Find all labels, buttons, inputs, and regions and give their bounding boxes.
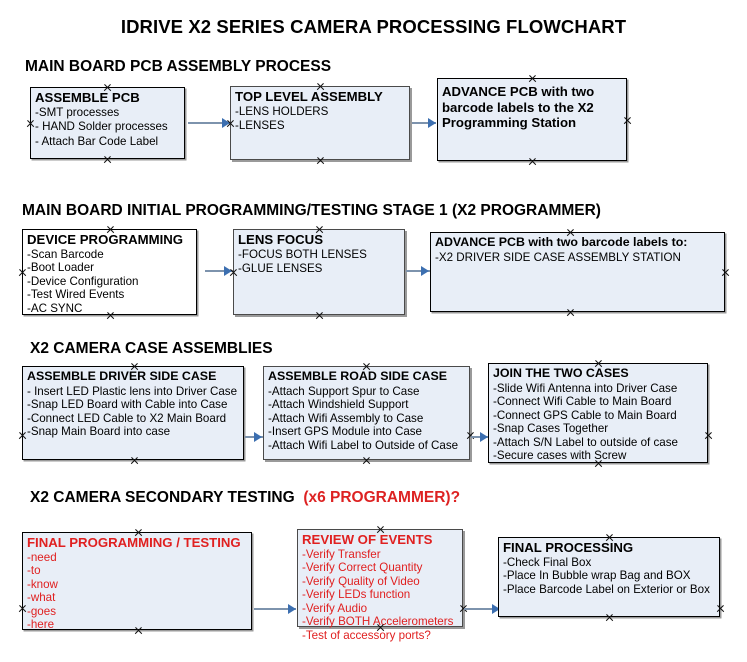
box-top-level-assembly[interactable]: TOP LEVEL ASSEMBLY -LENS HOLDERS -LENSES bbox=[230, 86, 410, 160]
box-line: -Connect GPS Cable to Main Board bbox=[493, 408, 677, 422]
box-title: ASSEMBLE DRIVER SIDE CASE bbox=[27, 369, 217, 383]
box-line: -Verify Audio bbox=[302, 601, 368, 615]
box-line: -know bbox=[27, 577, 58, 591]
box-line: -Attach Wifi Assembly to Case bbox=[268, 411, 424, 425]
box-line: -Place Barcode Label on Exterior or Box bbox=[503, 582, 710, 596]
box-title: JOIN THE TWO CASES bbox=[493, 366, 629, 380]
box-line: -Slide Wifi Antenna into Driver Case bbox=[493, 381, 678, 395]
box-assemble-pcb[interactable]: ASSEMBLE PCB -SMT processes - HAND Solde… bbox=[30, 87, 185, 159]
box-final-programming-testing[interactable]: FINAL PROGRAMMING / TESTING -need -to -k… bbox=[22, 532, 252, 632]
box-line: -what bbox=[27, 591, 56, 605]
section-heading-1: MAIN BOARD PCB ASSEMBLY PROCESS bbox=[25, 58, 331, 76]
box-line: -to bbox=[27, 564, 41, 578]
box-line: - Attach Bar Code Label bbox=[35, 134, 159, 148]
box-title: ADVANCE PCB with two barcode labels to: bbox=[435, 235, 688, 249]
box-assemble-road-side-case[interactable]: ASSEMBLE ROAD SIDE CASE -Attach Support … bbox=[263, 366, 470, 460]
box-line: -Attach Windshield Support bbox=[268, 398, 409, 412]
box-line: -Connect LED Cable to X2 Main Board bbox=[27, 411, 227, 425]
box-line: -Verify LEDs function bbox=[302, 588, 411, 602]
box-line: -Test of accessory ports? bbox=[302, 629, 431, 643]
box-title: REVIEW OF EVENTS bbox=[302, 532, 433, 547]
section-heading-4: X2 CAMERA SECONDARY TESTING (x6 PROGRAMM… bbox=[30, 489, 460, 507]
box-line: -Secure cases with Screw bbox=[493, 449, 627, 463]
box-line: -goes bbox=[27, 604, 57, 618]
box-title: FINAL PROGRAMMING / TESTING bbox=[27, 535, 241, 550]
box-line: -LENSES bbox=[235, 119, 285, 133]
box-line: -Boot Loader bbox=[27, 261, 95, 275]
box-line: -FOCUS BOTH LENSES bbox=[238, 247, 367, 261]
connector-arrowhead-icon bbox=[222, 118, 230, 128]
box-line: -Snap Main Board into case bbox=[27, 425, 171, 439]
page-title: IDRIVE X2 SERIES CAMERA PROCESSING FLOWC… bbox=[120, 16, 627, 37]
box-line: -Verify Correct Quantity bbox=[302, 561, 423, 575]
connector-arrowhead-icon bbox=[421, 266, 429, 276]
connector-line bbox=[464, 608, 500, 610]
box-line: -Snap LED Board with Cable into Case bbox=[27, 398, 228, 412]
box-line: -need bbox=[27, 550, 57, 564]
connector-arrowhead-icon bbox=[428, 118, 436, 128]
box-title: ASSEMBLE PCB bbox=[35, 90, 140, 105]
connector-line bbox=[412, 122, 436, 124]
section-heading-2: MAIN BOARD INITIAL PROGRAMMING/TESTING S… bbox=[22, 202, 601, 220]
box-review-of-events[interactable]: REVIEW OF EVENTS -Verify Transfer -Verif… bbox=[297, 529, 463, 642]
box-join-the-two-cases[interactable]: JOIN THE TWO CASES -Slide Wifi Antenna i… bbox=[488, 363, 708, 463]
connector-line bbox=[254, 608, 296, 610]
box-line: -Place In Bubble wrap Bag and BOX bbox=[503, 569, 691, 583]
box-lens-focus[interactable]: LENS FOCUS -FOCUS BOTH LENSES -GLUE LENS… bbox=[233, 229, 405, 315]
connector-arrowhead-icon bbox=[480, 432, 488, 442]
box-line: -Attach S/N Label to outside of case bbox=[493, 435, 678, 449]
box-line: - Insert LED Plastic lens into Driver Ca… bbox=[27, 384, 238, 398]
box-line: -LENS HOLDERS bbox=[235, 104, 329, 118]
section-heading-2-text: MAIN BOARD INITIAL PROGRAMMING/TESTING S… bbox=[22, 202, 601, 219]
box-title: DEVICE PROGRAMMING bbox=[27, 232, 184, 247]
connector-line bbox=[406, 270, 430, 272]
section-heading-4-accent: (x6 PROGRAMMER)? bbox=[303, 489, 461, 506]
section-heading-3: X2 CAMERA CASE ASSEMBLIES bbox=[30, 340, 273, 358]
connector-line bbox=[471, 436, 488, 438]
box-line: - HAND Solder processes bbox=[35, 120, 168, 134]
section-heading-1-text: MAIN BOARD PCB ASSEMBLY PROCESS bbox=[25, 58, 332, 75]
box-line: -Insert GPS Module into Case bbox=[268, 425, 423, 439]
box-line: -Connect Wifi Cable to Main Board bbox=[493, 395, 672, 409]
box-line: -SMT processes bbox=[35, 105, 120, 119]
box-device-programming[interactable]: DEVICE PROGRAMMING -Scan Barcode -Boot L… bbox=[22, 229, 197, 315]
box-advance-pcb-2[interactable]: ADVANCE PCB with two barcode labels to: … bbox=[430, 232, 725, 312]
box-assemble-driver-side-case[interactable]: ASSEMBLE DRIVER SIDE CASE - Insert LED P… bbox=[22, 366, 244, 460]
box-line: -GLUE LENSES bbox=[238, 262, 323, 276]
box-title: ADVANCE PCB with two barcode labels to t… bbox=[442, 84, 595, 130]
box-line: -Snap Cases Together bbox=[493, 422, 609, 436]
box-line: -Test Wired Events bbox=[27, 288, 125, 302]
box-line: -Verify Transfer bbox=[302, 547, 381, 561]
box-line: -Verify Quality of Video bbox=[302, 574, 420, 588]
section-heading-4-text: X2 CAMERA SECONDARY TESTING bbox=[30, 489, 295, 506]
box-line: -Attach Support Spur to Case bbox=[268, 384, 420, 398]
box-final-processing[interactable]: FINAL PROCESSING -Check Final Box -Place… bbox=[498, 537, 720, 617]
box-title: TOP LEVEL ASSEMBLY bbox=[235, 89, 383, 104]
box-line: -Verify BOTH Accelerometers bbox=[302, 615, 454, 629]
connector-arrowhead-icon bbox=[288, 604, 296, 614]
box-advance-pcb-1[interactable]: ADVANCE PCB with two barcode labels to t… bbox=[437, 78, 627, 161]
box-line: -Attach Wifi Label to Outside of Case bbox=[268, 438, 459, 452]
box-line: -Check Final Box bbox=[503, 555, 592, 569]
connector-arrowhead-icon bbox=[492, 604, 500, 614]
box-line: -Scan Barcode bbox=[27, 247, 104, 261]
box-title: ASSEMBLE ROAD SIDE CASE bbox=[268, 369, 447, 383]
box-line: -Device Configuration bbox=[27, 274, 139, 288]
connector-line bbox=[188, 122, 230, 124]
box-line: -AC SYNC bbox=[27, 301, 83, 315]
box-line: -X2 DRIVER SIDE CASE ASSEMBLY STATION bbox=[435, 250, 681, 264]
box-title: FINAL PROCESSING bbox=[503, 540, 634, 555]
connector-line bbox=[205, 270, 233, 272]
box-title: LENS FOCUS bbox=[238, 232, 323, 247]
connector-arrowhead-icon bbox=[224, 266, 232, 276]
section-heading-3-text: X2 CAMERA CASE ASSEMBLIES bbox=[30, 340, 273, 357]
box-line: -here bbox=[27, 618, 55, 632]
connector-arrowhead-icon bbox=[254, 432, 262, 442]
